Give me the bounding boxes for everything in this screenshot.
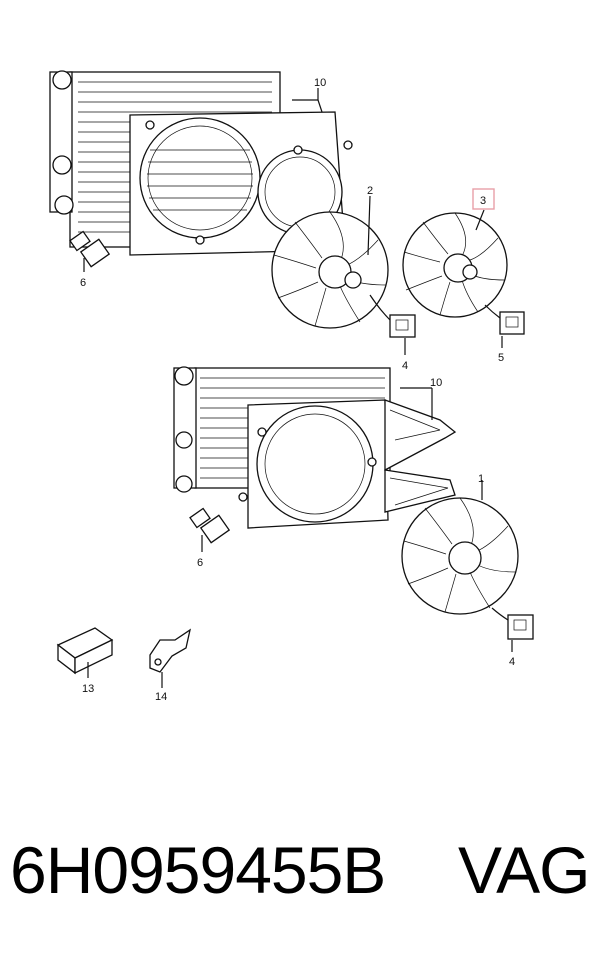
connector-5 (484, 304, 525, 335)
callout-2: 2 (367, 185, 373, 197)
control-unit-13 (56, 627, 114, 675)
fan-3 (402, 212, 508, 318)
bracket-14 (149, 628, 191, 673)
temp-sensor-upper (69, 230, 111, 268)
callout-6-upper: 6 (80, 277, 86, 289)
callout-13: 13 (82, 683, 94, 695)
callout-4-lower: 4 (509, 656, 515, 668)
callout-10-lower: 10 (430, 377, 442, 389)
fan-2 (271, 211, 389, 329)
leader-lines (83, 88, 513, 688)
fan-1 (401, 497, 519, 615)
callout-10-upper: 10 (314, 77, 326, 89)
connector-4-lower (491, 607, 534, 640)
part-number: 6H0959455B (10, 833, 386, 907)
fan-shroud-lower (238, 399, 457, 529)
callout-6-lower: 6 (197, 557, 203, 569)
temp-sensor-lower (189, 507, 231, 544)
callout-1: 1 (478, 473, 484, 485)
connector-4-upper (369, 294, 416, 338)
brand-name: VAG (458, 833, 590, 907)
callout-4-upper: 4 (402, 360, 408, 372)
callout-14: 14 (155, 691, 167, 703)
callout-3: 3 (480, 195, 486, 207)
callout-5: 5 (498, 352, 504, 364)
part-caption: 6H0959455B VAG (10, 832, 600, 932)
callout-3-highlight-box (472, 188, 495, 210)
exploded-parts-diagram: 10 2 3 4 5 6 10 1 4 6 13 14 (49, 70, 534, 703)
